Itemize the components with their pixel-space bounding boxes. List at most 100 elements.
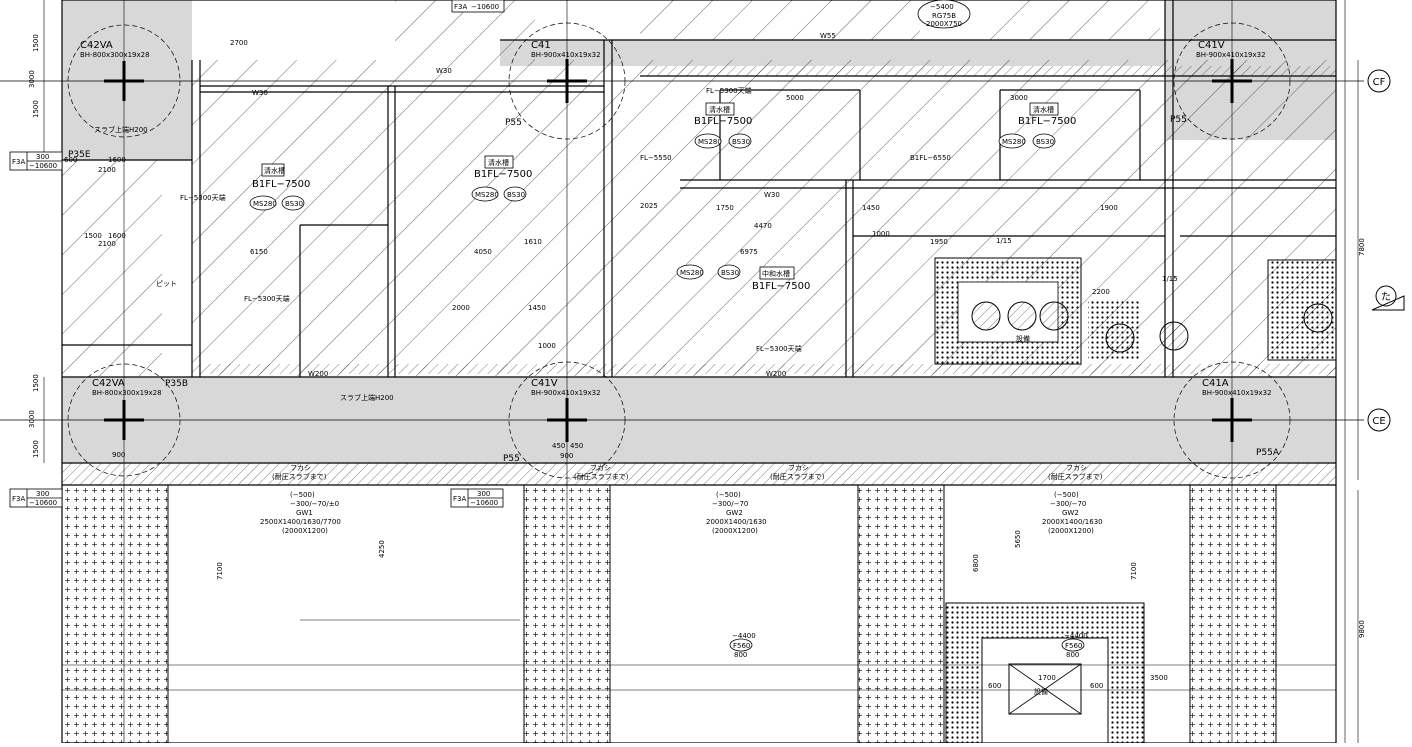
beam-depth: −300/−70 bbox=[712, 500, 748, 508]
hatch-area-main bbox=[192, 60, 1336, 376]
wall-mark: W200 bbox=[308, 370, 328, 378]
dimension-lines bbox=[43, 0, 1359, 743]
slope-note: 1/15 bbox=[996, 237, 1012, 245]
level-tag-value: 300 bbox=[36, 490, 49, 498]
dimension-value: 7100 bbox=[1130, 562, 1138, 580]
beam-sub: (2000X1200) bbox=[1048, 527, 1094, 535]
level-tag-level: −10600 bbox=[471, 3, 499, 11]
footing-level: −4400 bbox=[732, 632, 756, 640]
beam-tag: (−500) −300/−70 GW2 2000X1400/1630 (2000… bbox=[1042, 491, 1103, 535]
grid-bubble-cf: CF bbox=[1367, 69, 1391, 93]
beam-size: 2000X1400/1630 bbox=[1042, 518, 1103, 526]
dimension-value: 1600 bbox=[108, 232, 126, 240]
fukashi-note: フカシ bbox=[590, 464, 611, 472]
hatch-area-top3 bbox=[990, 0, 1160, 40]
pit-label: 設備 bbox=[1034, 687, 1048, 696]
pipe-circles bbox=[971, 301, 1333, 353]
dimension-value: 1500 bbox=[32, 440, 40, 458]
rg-level: −5400 bbox=[930, 3, 954, 11]
column-sections bbox=[104, 59, 1252, 442]
hatch-area-top2 bbox=[640, 0, 920, 40]
column-mark: C42VA bbox=[92, 378, 125, 389]
column-mark: C41A bbox=[1202, 378, 1229, 389]
column-mark: C42VA bbox=[80, 40, 113, 51]
rg-tag: −5400 RG75B 2000X750 bbox=[917, 0, 971, 29]
footing-3 bbox=[857, 484, 945, 744]
dimension-value: 5000 bbox=[786, 94, 804, 102]
column-spec: BH-800x300x19x28 bbox=[92, 389, 162, 397]
beam-depth: −300/−70 bbox=[1050, 500, 1086, 508]
dimension-value: 4050 bbox=[474, 248, 492, 256]
dimension-value: 3000 bbox=[28, 70, 36, 88]
dimension-value: 6800 bbox=[972, 554, 980, 572]
beam-size: 2000X1400/1630 bbox=[706, 518, 767, 526]
beam-mark: GW2 bbox=[1062, 509, 1079, 517]
floor-level-note: FL−5300天端 bbox=[756, 344, 802, 353]
beam-mark: GW1 bbox=[296, 509, 313, 517]
dimension-value: 900 bbox=[112, 451, 125, 459]
dimension-value: 3500 bbox=[1150, 674, 1168, 682]
room-level: B1FL−7500 bbox=[694, 116, 752, 127]
column-mark: C41V bbox=[1198, 40, 1225, 51]
dimension-value: 1000 bbox=[538, 342, 556, 350]
column-spec: BH-900x410x19x32 bbox=[531, 389, 601, 397]
grid-bubble-label: CF bbox=[1373, 77, 1386, 88]
slab-tag-ms: MS280 bbox=[253, 200, 277, 208]
dimension-value: 2100 bbox=[98, 240, 116, 248]
beam-tag: (−500) −300/−70 GW2 2000X1400/1630 (2000… bbox=[706, 491, 767, 535]
level-tag-level: −10600 bbox=[29, 499, 57, 507]
grid-bubble-label: た bbox=[1381, 291, 1391, 303]
dimension-value: 1500 bbox=[84, 232, 102, 240]
slab-note: スラブ上端H200 bbox=[340, 393, 394, 402]
footing-mark: F560 bbox=[1065, 642, 1082, 650]
dimension-value: 900 bbox=[560, 452, 573, 460]
level-tag-code: F3A bbox=[12, 495, 25, 503]
dimension-value: 7800 bbox=[1358, 238, 1366, 256]
footing-4 bbox=[1189, 484, 1277, 744]
pit-x2 bbox=[1008, 663, 1082, 715]
level-tag: F3A −10600 bbox=[451, 0, 505, 13]
dimension-value: 2100 bbox=[98, 166, 116, 174]
slab-tag-bs: BS30 bbox=[285, 200, 303, 208]
column-spec: BH-900x410x19x32 bbox=[1196, 51, 1266, 59]
level-tag-level: −10600 bbox=[470, 499, 498, 507]
slab-tag: MS280 BS30 bbox=[471, 186, 527, 202]
dimension-value: 3000 bbox=[1010, 94, 1028, 102]
dimension-value: 1500 bbox=[32, 374, 40, 392]
pile-cap-mark: P55 bbox=[505, 118, 522, 128]
column-zone-6 bbox=[1173, 361, 1291, 479]
footing-mark: F560 bbox=[733, 642, 750, 650]
slab-tag-bs: BS30 bbox=[1036, 138, 1054, 146]
dimension-value: 2200 bbox=[1092, 288, 1110, 296]
beam-level: (−500) bbox=[290, 491, 315, 499]
beam-level: (−500) bbox=[1054, 491, 1079, 499]
pile-cap-mark: P35E bbox=[68, 150, 91, 160]
level-tag-code: F3A bbox=[12, 158, 25, 166]
dimension-value: 600 bbox=[64, 156, 77, 164]
dimension-value: 1500 bbox=[32, 34, 40, 52]
column-mark: C41V bbox=[531, 378, 558, 389]
footing-tag: −4400 F560 800 bbox=[1061, 632, 1088, 659]
walls bbox=[61, 0, 1337, 744]
slab-note: スラブ上端H200 bbox=[94, 125, 148, 134]
dimension-value: 2025 bbox=[640, 202, 658, 210]
grid-bubble-ta: た bbox=[1371, 285, 1405, 311]
wall-mark: W30 bbox=[764, 191, 780, 199]
room-level: B1FL−7500 bbox=[474, 169, 532, 180]
footing-depth: 800 bbox=[734, 651, 747, 659]
hatch-area-left bbox=[62, 160, 162, 376]
pile-cap-mark: P55A bbox=[1256, 448, 1280, 458]
dimension-value: 6150 bbox=[250, 248, 268, 256]
dimension-value: 6975 bbox=[740, 248, 758, 256]
slope-note: 1/15 bbox=[1162, 275, 1178, 283]
slab-tag: MS280 BS30 bbox=[694, 133, 752, 149]
room-level: B1FL−7500 bbox=[1018, 116, 1076, 127]
column-spec: BH-900x410x19x32 bbox=[1202, 389, 1272, 397]
dimension-value: 5650 bbox=[1014, 530, 1022, 548]
dimension-value: 4470 bbox=[754, 222, 772, 230]
hatch-band-bottom bbox=[62, 463, 1336, 485]
footing-1 bbox=[61, 484, 169, 744]
dimension-value: 9800 bbox=[1358, 620, 1366, 638]
level-tag: F3A 300 −10600 bbox=[450, 488, 504, 508]
